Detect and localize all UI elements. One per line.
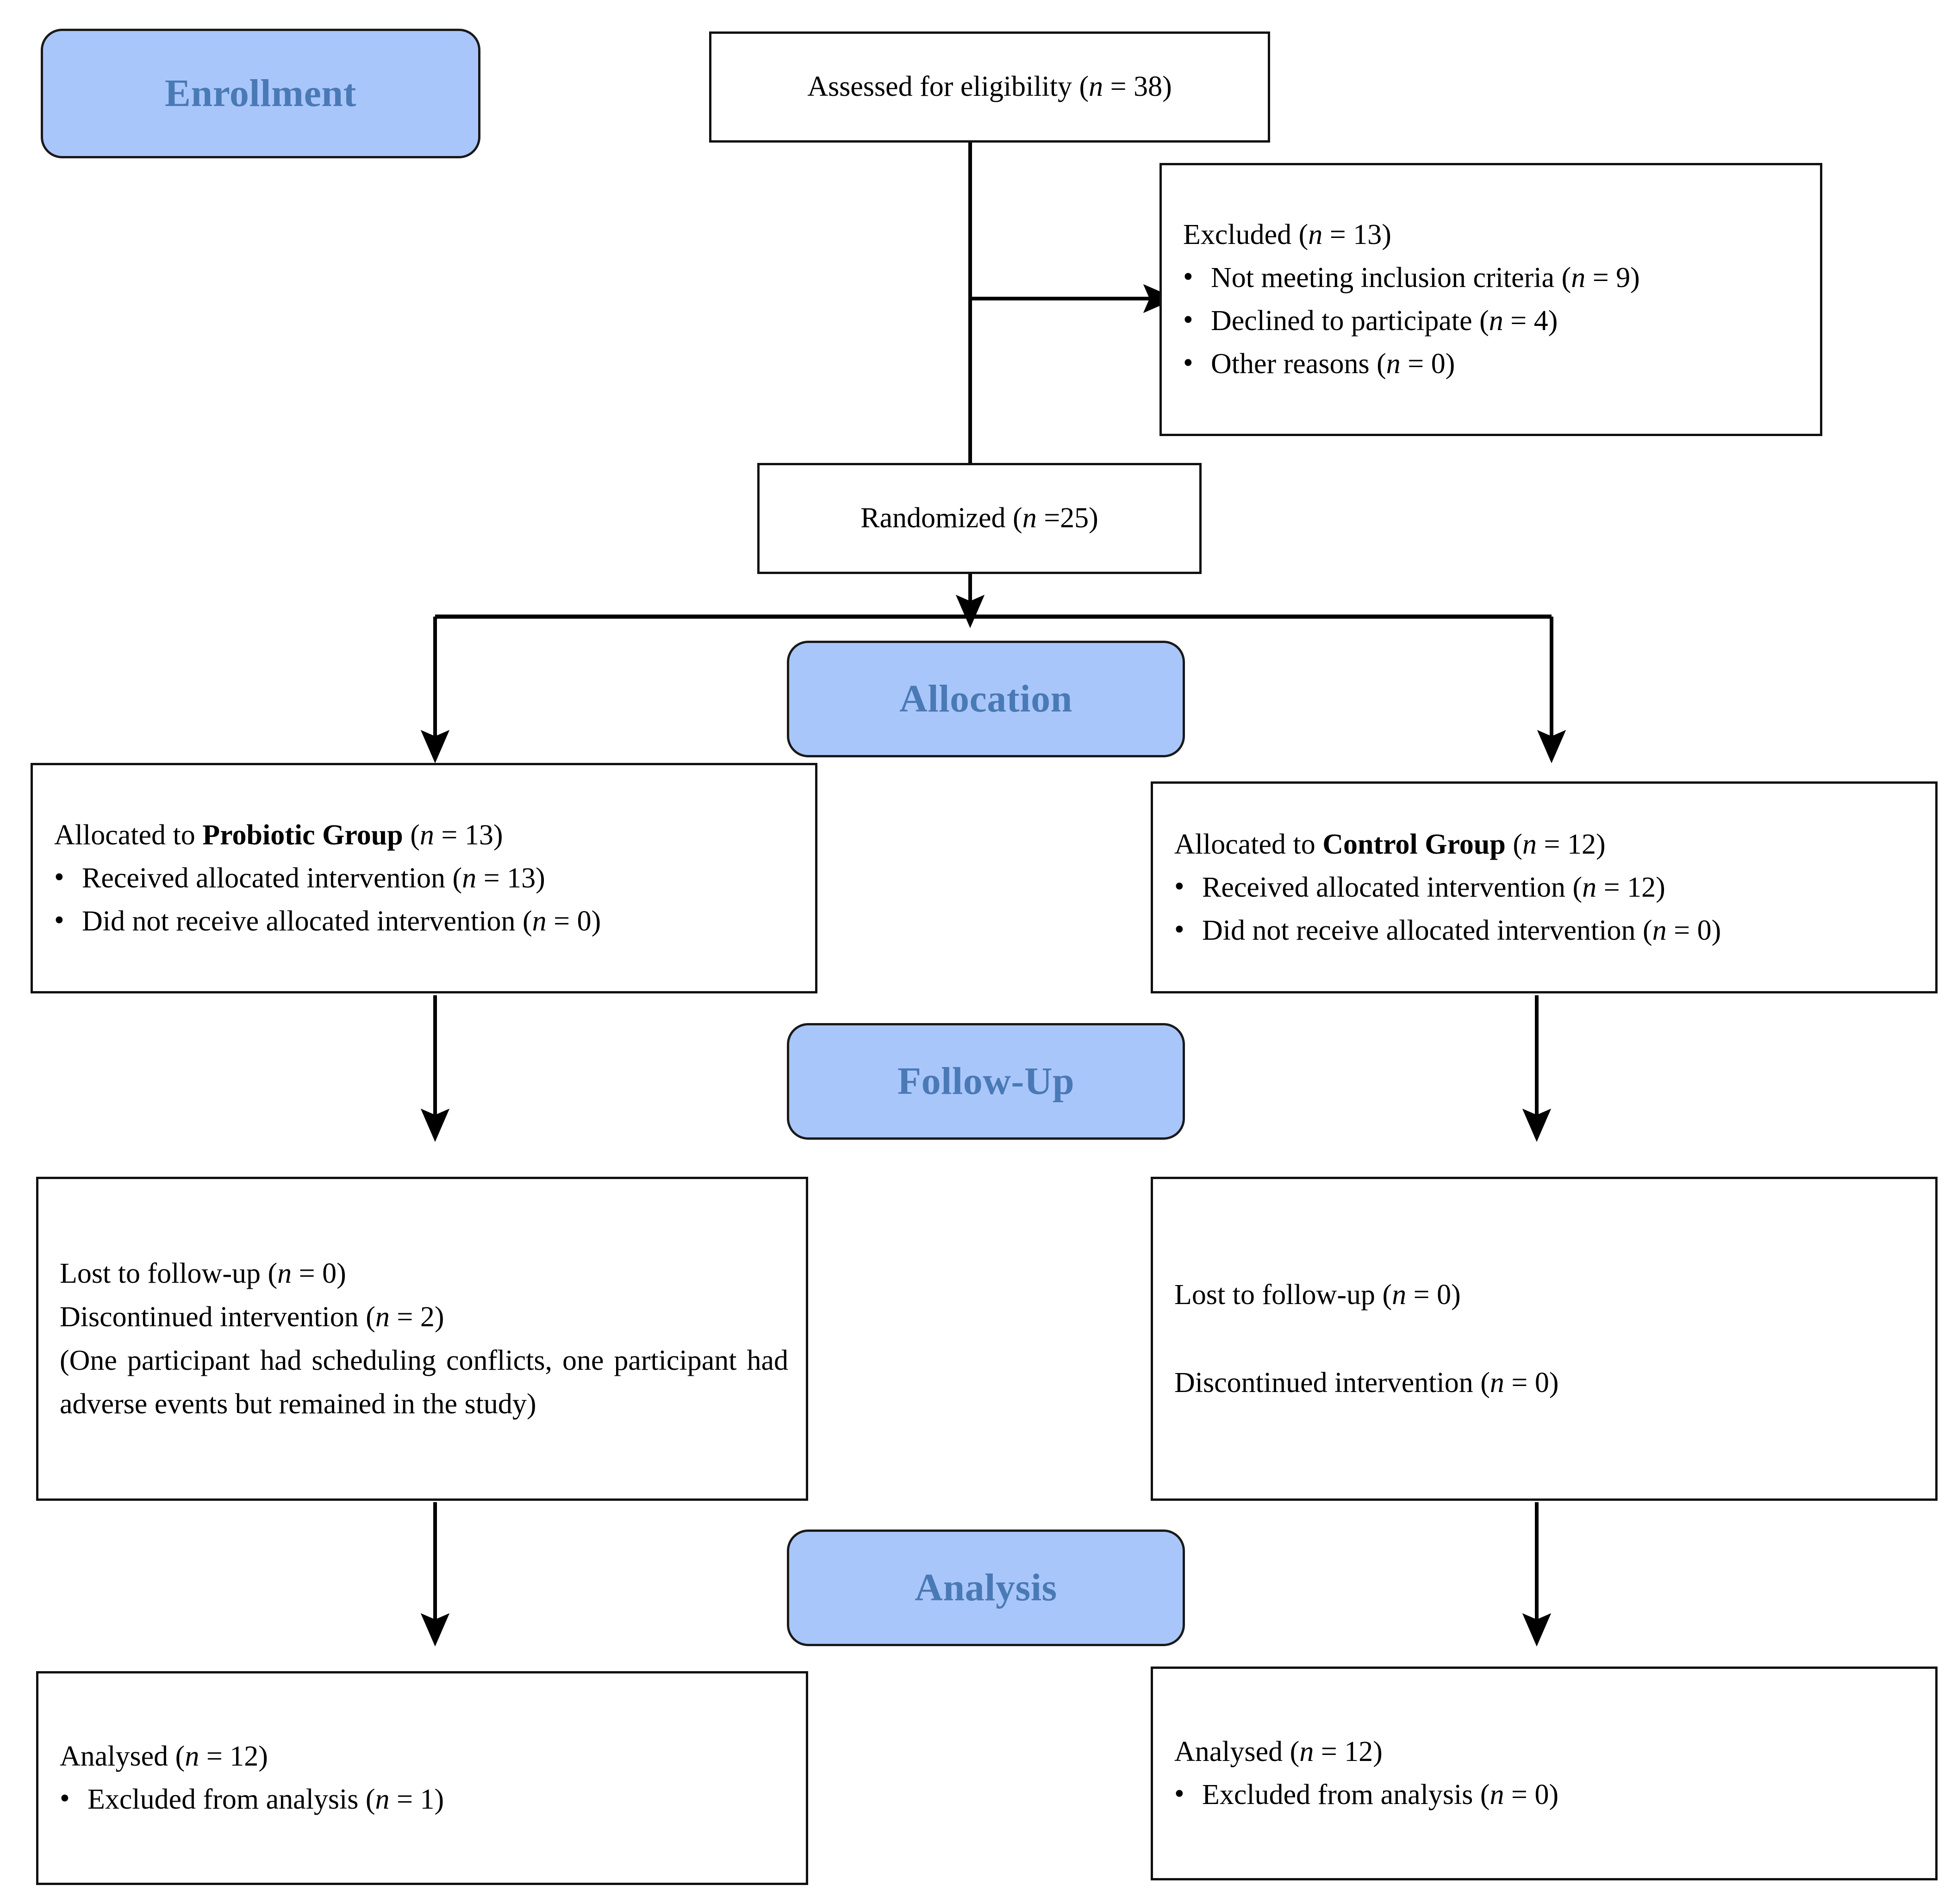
box-allocated-control-group: Allocated to Control Group (n = 12) Rece… [1151,781,1938,993]
n-symbol: n [185,1741,199,1772]
list-item: Did not receive allocated intervention (… [33,899,815,943]
list-item: Received allocated intervention (n = 13) [33,856,815,900]
group-name: Control Group [1322,828,1506,860]
stage-pill-enrollment: Enrollment [41,29,480,158]
followup-right-lost: Lost to follow-up (n = 0) [1174,1279,1461,1311]
n-symbol: n [1582,871,1597,903]
n-symbol: n [1089,71,1103,103]
allocation-left-list: Received allocated intervention (n = 13)… [33,856,815,943]
box-excluded: Excluded (n = 13) Not meeting inclusion … [1159,163,1822,436]
box-followup-control: Lost to follow-up (n = 0) Discontinued i… [1151,1177,1938,1501]
followup-left-note: (One participant had scheduling conflict… [60,1345,788,1420]
box-analysed-probiotic: Analysed (n = 12) Excluded from analysis… [36,1671,808,1885]
box-assessed-for-eligibility: Assessed for eligibility (n = 38) [709,31,1270,143]
stage-label-allocation: Allocation [899,677,1072,720]
followup-right-spacer [1153,1317,1935,1361]
box-followup-probiotic: Lost to follow-up (n = 0) Discontinued i… [36,1177,808,1501]
n-symbol: n [419,819,434,851]
n-symbol: n [375,1784,390,1815]
n-symbol: n [1392,1279,1407,1311]
n-symbol: n [532,905,547,937]
stage-pill-followup: Follow-Up [787,1023,1185,1140]
followup-left-lost: Lost to follow-up (n = 0) [60,1257,346,1289]
n-symbol: n [1299,1736,1314,1767]
allocation-right-title: Allocated to Control Group (n = 12) [1174,828,1606,860]
n-symbol: n [375,1301,390,1333]
stage-label-followup: Follow-Up [897,1060,1075,1103]
analysis-right-list: Excluded from analysis (n = 0) [1153,1773,1935,1817]
n-symbol: n [1386,348,1401,380]
n-symbol: n [1490,1367,1504,1398]
n-symbol: n [1652,914,1667,946]
excluded-title: Excluded (n = 13) [1183,219,1391,250]
list-item: Did not receive allocated intervention (… [1153,908,1935,952]
n-symbol: n [1571,262,1586,293]
analysis-left-list: Excluded from analysis (n = 1) [38,1777,806,1821]
box-allocated-probiotic-group: Allocated to Probiotic Group (n = 13) Re… [31,763,817,993]
stage-pill-allocation: Allocation [787,641,1185,757]
analysis-right-title: Analysed (n = 12) [1174,1736,1383,1767]
n-symbol: n [1308,219,1323,250]
allocation-left-title: Allocated to Probiotic Group (n = 13) [54,819,503,851]
n-symbol: n [462,862,477,894]
analysis-left-title: Analysed (n = 12) [60,1741,268,1772]
list-item: Excluded from analysis (n = 1) [38,1777,806,1821]
n-symbol: n [1490,1779,1504,1810]
group-name: Probiotic Group [202,819,403,851]
list-item: Declined to participate (n = 4) [1162,299,1820,343]
box-randomized: Randomized (n =25) [757,463,1202,574]
n-symbol: n [1522,828,1537,860]
n-symbol: n [1022,502,1037,534]
list-item: Excluded from analysis (n = 0) [1153,1773,1935,1817]
stage-label-analysis: Analysis [915,1566,1057,1609]
list-item: Other reasons (n = 0) [1162,342,1820,386]
n-symbol: n [277,1257,292,1289]
stage-pill-analysis: Analysis [787,1529,1185,1646]
followup-left-discontinued: Discontinued intervention (n = 2) [60,1301,444,1333]
stage-label-enrollment: Enrollment [164,72,357,115]
box-analysed-control: Analysed (n = 12) Excluded from analysis… [1151,1667,1938,1880]
followup-right-discontinued: Discontinued intervention (n = 0) [1174,1367,1559,1398]
list-item: Received allocated intervention (n = 12) [1153,865,1935,909]
n-symbol: n [1489,305,1503,337]
assessed-text: Assessed for eligibility (n = 38) [807,71,1172,103]
list-item: Not meeting inclusion criteria (n = 9) [1162,256,1820,300]
randomized-text: Randomized (n =25) [860,502,1098,534]
allocation-right-list: Received allocated intervention (n = 12)… [1153,865,1935,952]
excluded-reason-list: Not meeting inclusion criteria (n = 9) D… [1162,256,1820,386]
